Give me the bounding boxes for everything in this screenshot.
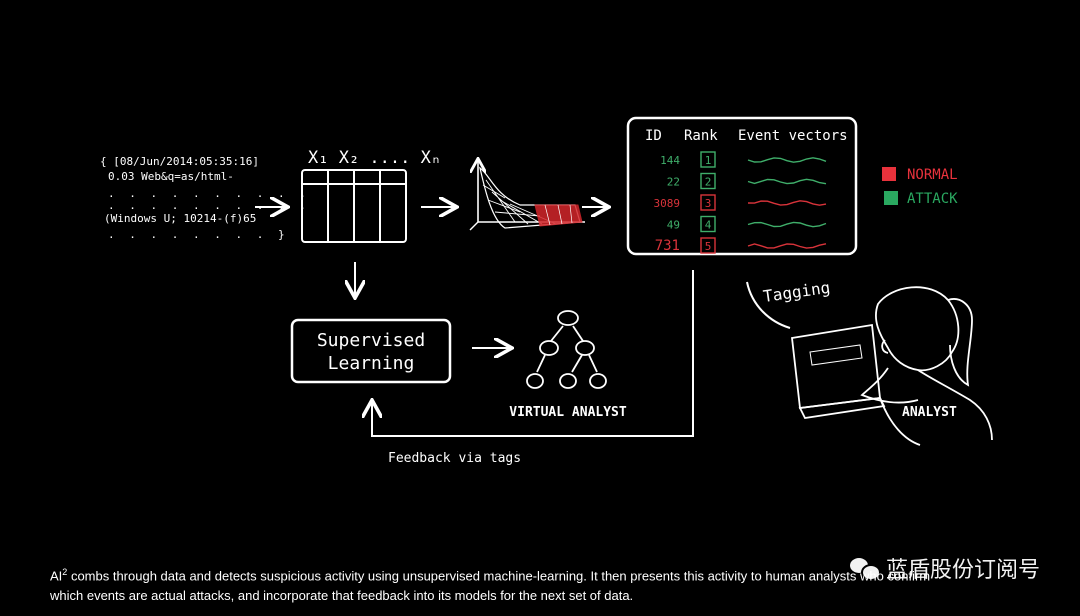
rank-box (700, 151, 716, 168)
analyst-illustration (791, 286, 993, 446)
row-id: 731 (655, 238, 680, 254)
log-line-3: (Windows U; 10214-(f)65 (104, 212, 256, 225)
row-rank: 2 (705, 176, 712, 189)
raw-log-data: { [08/Jun/2014:05:35:16] 0.03 Web&q=as/h… (100, 155, 310, 241)
feedback-label: Feedback via tags (388, 451, 521, 466)
rank-box (700, 237, 716, 254)
table-header-id: ID (645, 128, 662, 144)
tagging-curve (746, 281, 791, 329)
event-vector-line (747, 178, 827, 185)
caption-line-2: which events are actual attacks, and inc… (50, 588, 634, 604)
virtual-analyst-label: VIRTUAL ANALYST (509, 405, 627, 420)
rank-box (700, 194, 716, 211)
event-vector-line (747, 243, 827, 249)
unsupervised-model-surface (469, 160, 585, 231)
event-vector-line (747, 200, 827, 206)
table-header-event-vectors: Event vectors (738, 128, 848, 144)
row-id: 22 (667, 176, 680, 189)
watermark-text: 蓝盾股份订阅号 (885, 558, 1040, 583)
log-dots-1: . . . . . . . . . . (108, 187, 310, 200)
legend-swatch-attack (884, 191, 898, 205)
rank-box (700, 215, 716, 233)
event-vector-line (747, 221, 827, 228)
log-dots-3: . . . . . . . . } (108, 228, 289, 241)
rank-box (700, 172, 716, 190)
feature-matrix: X₁ X₂ .... Xₙ (301, 148, 441, 243)
wechat-icon (849, 556, 881, 581)
watermark: 蓝盾股份订阅号 (849, 552, 1040, 584)
feedback-loop-arrow (372, 270, 694, 437)
tagging-label: Tagging (762, 278, 831, 306)
log-dots-2: . . . . . . . . . . (108, 199, 310, 212)
table-header-rank: Rank (684, 128, 718, 144)
matrix-label: X₁ X₂ .... Xₙ (308, 148, 441, 168)
row-id: 144 (660, 154, 680, 167)
row-rank: 4 (705, 219, 712, 232)
legend: NORMAL ATTACK (882, 167, 958, 207)
row-rank: 1 (705, 154, 712, 167)
supervised-learning-box: Supervised Learning (290, 318, 452, 384)
row-id: 49 (667, 219, 680, 232)
event-vector-line (747, 157, 827, 163)
log-line-1: { [08/Jun/2014:05:35:16] (100, 155, 259, 168)
legend-label-normal: NORMAL (907, 167, 958, 183)
legend-swatch-normal (882, 167, 896, 181)
row-id: 3089 (654, 197, 681, 210)
supervised-label-line1: Supervised (317, 330, 425, 351)
caption-line-1: AI2 combs through data and detects suspi… (50, 562, 1050, 586)
analyst-label: ANALYST (902, 405, 957, 420)
log-line-2: 0.03 Web&q=as/html- (108, 170, 234, 183)
row-rank: 3 (705, 197, 712, 210)
supervised-label-line2: Learning (328, 353, 415, 374)
caption-text-1: combs through data and detects suspiciou… (70, 568, 931, 584)
decision-tree-icon (526, 310, 607, 389)
legend-label-attack: ATTACK (907, 191, 958, 207)
caption: AI2 combs through data and detects suspi… (50, 562, 1050, 606)
caption-sup: 2 (62, 567, 68, 577)
row-rank: 5 (705, 240, 712, 253)
caption-prefix: AI (50, 568, 63, 584)
